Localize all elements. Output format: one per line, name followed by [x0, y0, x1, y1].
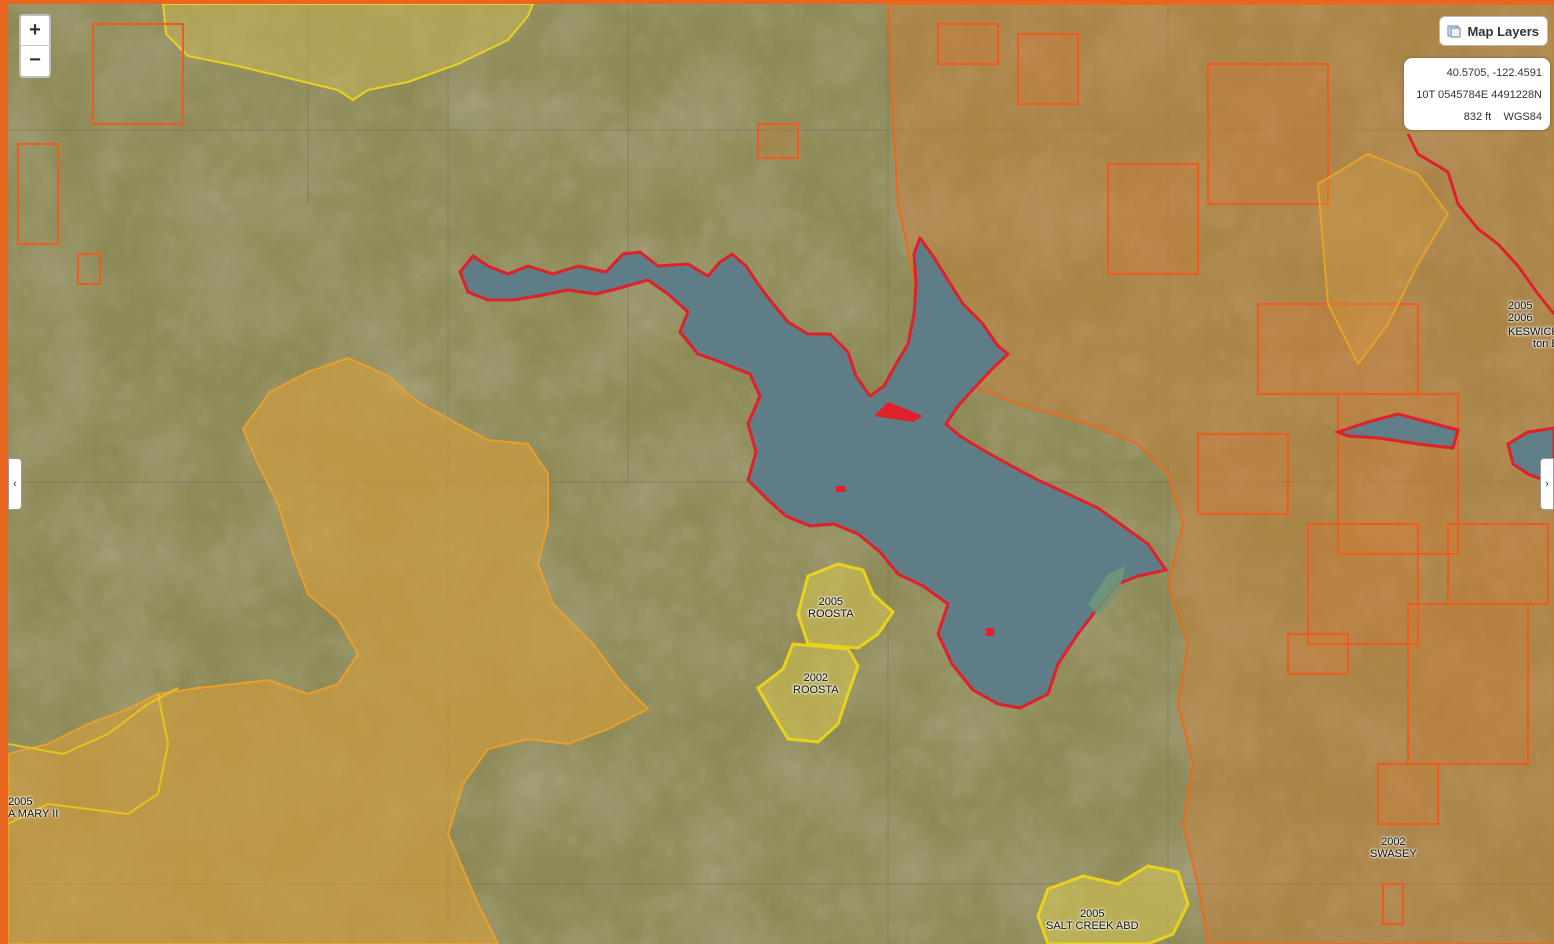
- fire-perimeter-top-left[interactable]: [161, 4, 535, 102]
- layers-icon: [1447, 25, 1461, 38]
- lake-island-2: [986, 628, 994, 636]
- fire-perimeter-roosta-2005[interactable]: [796, 562, 895, 650]
- fire-perimeter-salt-creek[interactable]: [1036, 864, 1190, 944]
- latlon-readout: 40.5705, -122.4591: [1446, 67, 1542, 79]
- parcel-blocks-east: [757, 23, 1549, 825]
- lake-east-small: [1333, 412, 1460, 450]
- map-canvas[interactable]: [8, 4, 1554, 944]
- right-panel-toggle[interactable]: ›: [1540, 458, 1554, 510]
- fire-perimeter-northeast: [1316, 152, 1450, 366]
- lake-island-1: [836, 486, 846, 492]
- utm-readout: 10T 0545784E 4491228N: [1416, 89, 1542, 101]
- lake-shoal: [1088, 566, 1126, 616]
- datum-readout: WGS84: [1503, 111, 1542, 123]
- red-perimeter-east: [1406, 133, 1554, 315]
- whiskeytown-lake[interactable]: [458, 236, 1168, 710]
- zoom-out-button[interactable]: −: [21, 45, 49, 75]
- coordinate-readout: 40.5705, -122.4591 10T 0545784E 4491228N…: [1404, 58, 1550, 130]
- fire-perimeter-west-inner: [8, 693, 170, 825]
- elevation-readout: 832 ft: [1463, 111, 1492, 123]
- map-layers-label: Map Layers: [1467, 23, 1539, 39]
- zoom-in-button[interactable]: +: [29, 19, 41, 41]
- map-layers-button[interactable]: Map Layers: [1439, 16, 1548, 46]
- dam-marker: [874, 402, 923, 422]
- elevation-datum-readout: 832 ft WGS84: [1412, 106, 1542, 128]
- parcel-blocks-west: [17, 23, 1404, 925]
- fire-perimeter-roosta-2002[interactable]: [756, 642, 860, 744]
- left-panel-toggle[interactable]: ‹: [8, 458, 22, 510]
- fire-perimeter-west[interactable]: [8, 356, 650, 944]
- zoom-control: + −: [19, 14, 51, 78]
- fire-perimeter-sw-edge: [8, 687, 179, 756]
